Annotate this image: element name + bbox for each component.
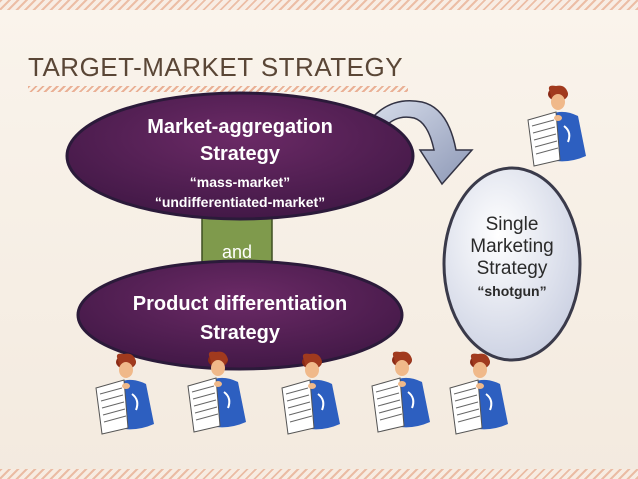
product-differentiation-label: Product differentiation Strategy <box>90 290 390 348</box>
undifferentiated-market-label: “undifferentiated-market” <box>100 192 380 212</box>
single-line1: Single <box>446 214 578 236</box>
product-differentiation-line2: Strategy <box>90 319 390 348</box>
and-label: and <box>202 242 272 263</box>
single-line3: Strategy <box>446 258 578 280</box>
person-reading-newspaper-icon <box>96 354 154 434</box>
market-aggregation-line2: Strategy <box>100 141 380 168</box>
single-line2: Marketing <box>446 236 578 258</box>
person-reading-newspaper-icon <box>372 352 430 432</box>
market-aggregation-label: Market-aggregation Strategy <box>100 114 380 168</box>
mass-market-label: “mass-market” <box>100 172 380 192</box>
market-aggregation-sub: “mass-market” “undifferentiated-market” <box>100 172 380 212</box>
single-marketing-label: Single Marketing Strategy “shotgun” <box>446 214 578 299</box>
product-differentiation-line1: Product differentiation <box>90 290 390 319</box>
person-reading-newspaper-icon <box>450 354 508 434</box>
person-reading-newspaper-icon <box>528 86 586 166</box>
market-aggregation-line1: Market-aggregation <box>100 114 380 141</box>
shotgun-label: “shotgun” <box>446 283 578 299</box>
